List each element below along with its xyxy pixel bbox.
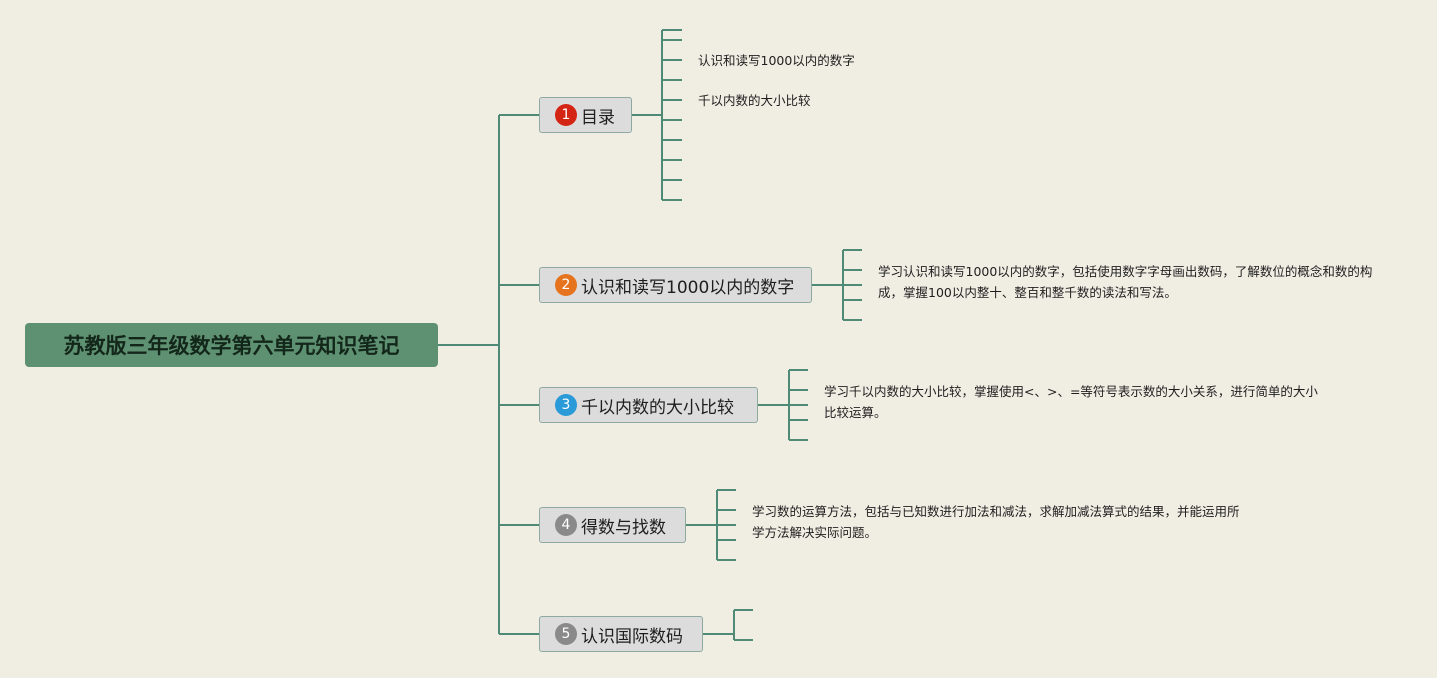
number-badge-icon: 5 [555, 623, 577, 645]
branch-description: 学习数的运算方法，包括与已知数进行加法和减法，求解加减法算式的结果，并能运用所学… [752, 504, 1240, 540]
branch-node-international-numerals[interactable]: 5 认识国际数码 [539, 616, 703, 652]
branch-label: 千以内数的大小比较 [581, 397, 734, 418]
branch-description: 学习千以内数的大小比较，掌握使用<、>、=等符号表示数的大小关系，进行简单的大小… [824, 384, 1318, 420]
branch-label: 得数与找数 [581, 517, 666, 538]
branch-label: 目录 [581, 107, 615, 128]
root-node[interactable]: 苏教版三年级数学第六单元知识笔记 [25, 323, 438, 367]
branch-node-comparison[interactable]: 3 千以内数的大小比较 [539, 387, 758, 423]
branch-node-contents[interactable]: 1 目录 [539, 97, 632, 133]
number-badge-icon: 1 [555, 104, 577, 126]
number-badge-icon: 3 [555, 394, 577, 416]
branch-label: 认识国际数码 [581, 626, 683, 647]
number-badge-icon: 4 [555, 514, 577, 536]
root-title: 苏教版三年级数学第六单元知识笔记 [63, 334, 400, 358]
leaf-item[interactable]: 认识和读写1000以内的数字 [698, 53, 855, 68]
branch-label: 认识和读写1000以内的数字 [581, 277, 795, 298]
branch-node-find-numbers[interactable]: 4 得数与找数 [539, 507, 686, 543]
leaf-item[interactable]: 千以内数的大小比较 [698, 93, 811, 108]
branch-node-reading-numbers[interactable]: 2 认识和读写1000以内的数字 [539, 267, 812, 303]
branch-description: 学习认识和读写1000以内的数字，包括使用数字字母画出数码，了解数位的概念和数的… [878, 264, 1373, 300]
number-badge-icon: 2 [555, 274, 577, 296]
